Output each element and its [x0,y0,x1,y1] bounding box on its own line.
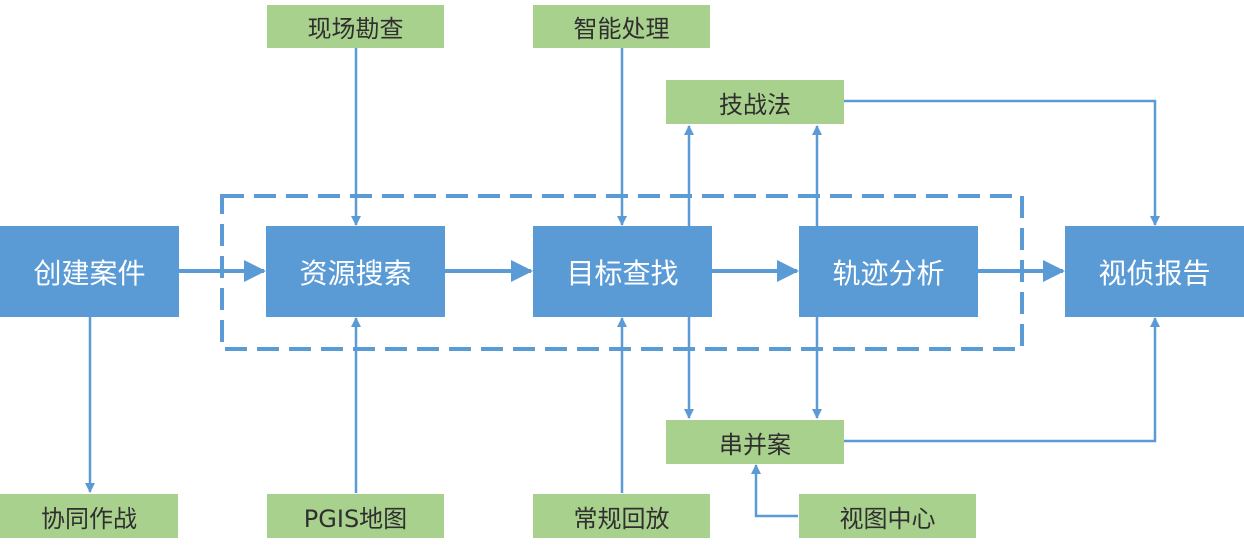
resource-search-box: 资源搜索 [266,226,445,317]
track-analysis-box: 轨迹分析 [799,226,978,317]
serial-case-box: 串并案 [666,420,844,464]
view-center-box: 视图中心 [799,494,976,538]
create-case-box: 创建案件 [0,226,179,317]
regular-playback-box: 常规回放 [533,494,710,538]
serial-case-label: 串并案 [719,430,791,459]
tactics-box: 技战法 [666,80,844,124]
create-case-label: 创建案件 [33,256,146,290]
video-report-label: 视侦报告 [1098,256,1211,290]
smart-processing-box: 智能处理 [533,5,710,48]
collaborative-ops-label: 协同作战 [41,504,137,533]
resource-search-label: 资源搜索 [299,256,412,290]
collaborative-ops-box: 协同作战 [0,494,178,538]
pgis-map-label: PGIS地图 [303,504,408,533]
site-survey-box: 现场勘查 [267,5,444,48]
view-center-label: 视图中心 [839,504,936,533]
arrow-viewcenter-to-serial [751,464,798,518]
arrow-serial-to-report [844,317,1160,443]
target-find-label: 目标查找 [566,256,679,290]
arrow-tactics-to-report [844,99,1160,226]
regular-playback-label: 常规回放 [573,504,670,533]
tactics-label: 技战法 [719,90,791,119]
track-analysis-label: 轨迹分析 [832,256,945,290]
smart-processing-label: 智能处理 [573,15,670,43]
target-find-box: 目标查找 [533,226,712,317]
site-survey-label: 现场勘查 [307,15,404,43]
video-report-box: 视侦报告 [1065,226,1244,317]
pgis-map-box: PGIS地图 [267,494,444,538]
